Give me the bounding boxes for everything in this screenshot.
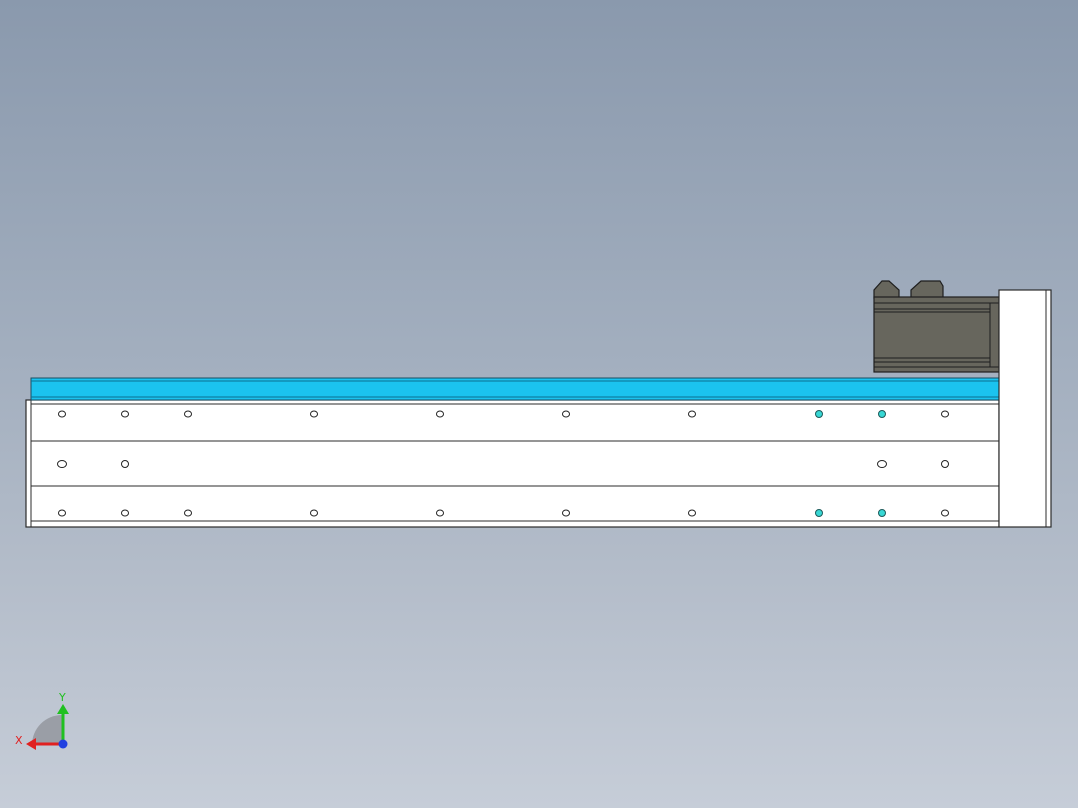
y-axis-arrowhead <box>57 704 69 714</box>
mounting-hole[interactable] <box>184 509 192 517</box>
triad-plane-wedge <box>32 715 62 745</box>
mounting-hole[interactable] <box>877 460 887 468</box>
orientation-triad[interactable]: Y X <box>15 691 69 750</box>
mounting-hole[interactable] <box>436 509 444 517</box>
mounting-hole[interactable] <box>58 410 66 418</box>
mounting-hole-highlighted[interactable] <box>878 509 886 517</box>
mounting-hole[interactable] <box>121 410 129 418</box>
end-plate[interactable] <box>998 289 1052 528</box>
mounting-hole[interactable] <box>688 509 696 517</box>
rail-body[interactable] <box>25 399 1000 528</box>
mounting-hole[interactable] <box>688 410 696 418</box>
motor-housing[interactable] <box>873 296 1000 373</box>
motor-connector-right[interactable] <box>910 280 944 299</box>
mounting-hole[interactable] <box>562 509 570 517</box>
motor-connector-left[interactable] <box>873 280 900 299</box>
mounting-hole[interactable] <box>310 509 318 517</box>
mounting-hole[interactable] <box>57 460 67 468</box>
mounting-hole[interactable] <box>562 410 570 418</box>
mounting-hole[interactable] <box>184 410 192 418</box>
cover-strip[interactable] <box>30 377 1000 401</box>
mounting-hole[interactable] <box>436 410 444 418</box>
y-axis-label: Y <box>58 691 66 704</box>
x-axis-arrowhead <box>26 738 36 750</box>
mounting-hole[interactable] <box>310 410 318 418</box>
mounting-hole-highlighted[interactable] <box>815 509 823 517</box>
mounting-hole[interactable] <box>941 460 949 468</box>
x-axis-label: X <box>15 734 23 747</box>
mounting-hole-highlighted[interactable] <box>878 410 886 418</box>
actuator-rail[interactable] <box>25 399 1000 528</box>
motor[interactable] <box>873 280 1000 373</box>
mounting-hole[interactable] <box>941 410 949 418</box>
mounting-hole[interactable] <box>58 509 66 517</box>
mounting-hole[interactable] <box>121 509 129 517</box>
end-plate-body[interactable] <box>998 289 1052 528</box>
mounting-hole[interactable] <box>941 509 949 517</box>
mounting-hole[interactable] <box>121 460 129 468</box>
mounting-hole-highlighted[interactable] <box>815 410 823 418</box>
mounting-holes[interactable] <box>57 410 949 517</box>
z-axis-origin <box>58 739 68 749</box>
